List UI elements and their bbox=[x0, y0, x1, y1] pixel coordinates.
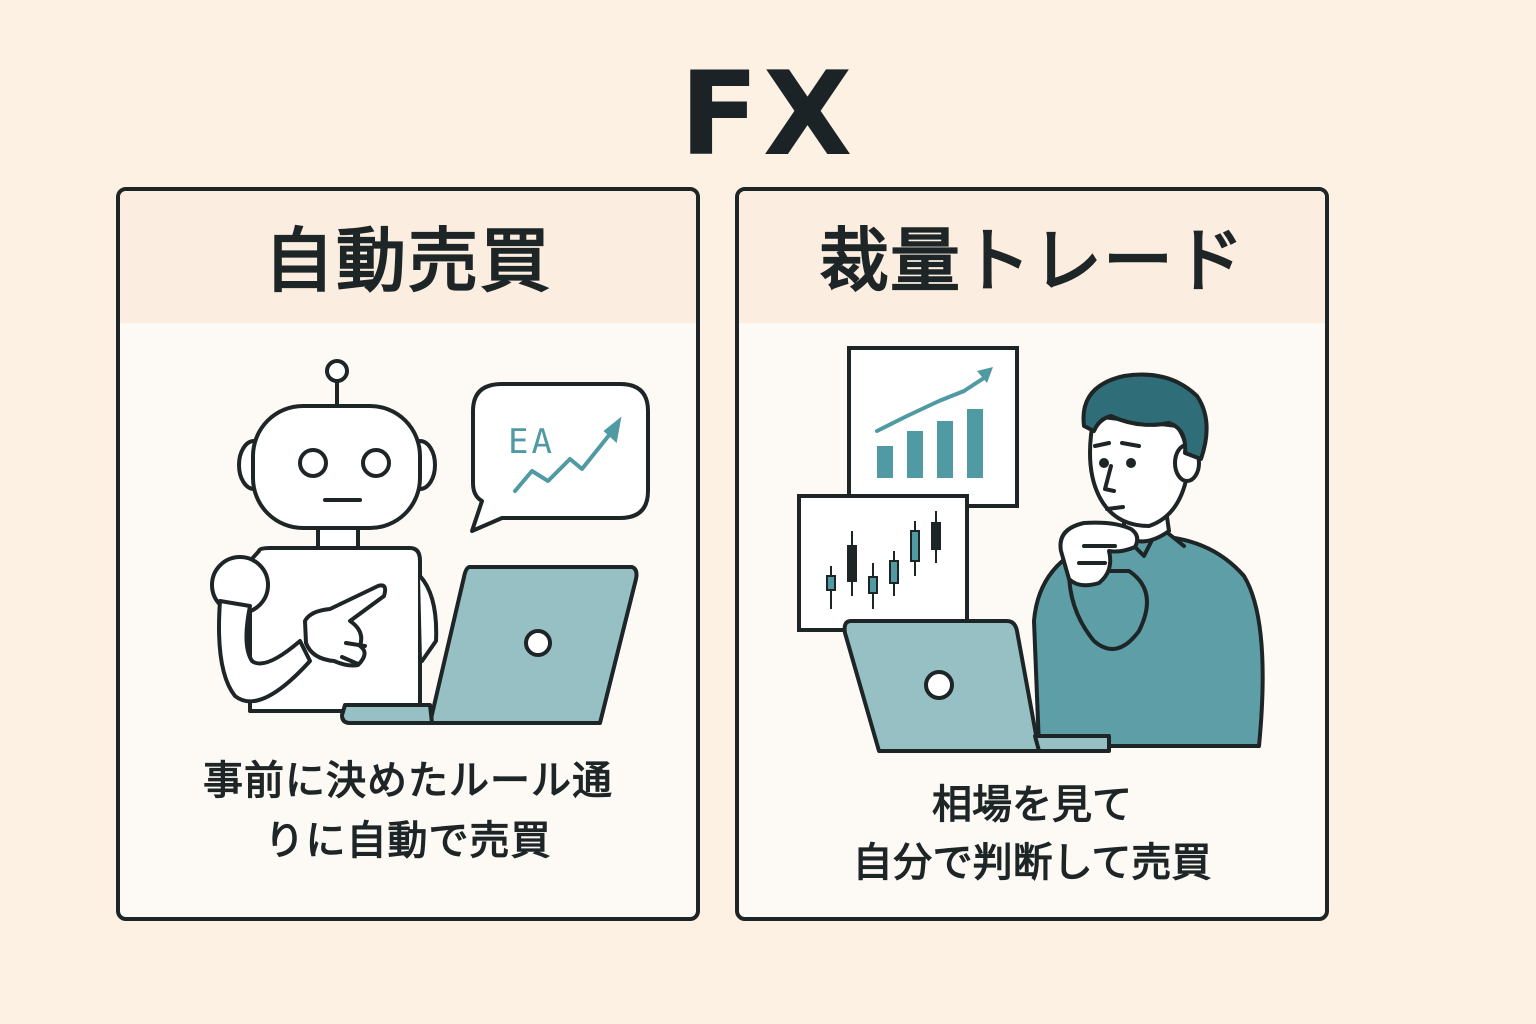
robot-right-eye bbox=[361, 448, 391, 478]
robot-left-arm bbox=[217, 599, 312, 704]
robot-right-arm bbox=[418, 574, 439, 663]
bubble-ea-label: EA bbox=[508, 422, 555, 462]
candle bbox=[868, 576, 878, 594]
bubble-trend-line bbox=[513, 427, 616, 493]
description-line: 自分で判断して売買 bbox=[852, 840, 1212, 886]
panel-title-discretionary-trading: 裁量トレード bbox=[819, 220, 1245, 302]
panel-header-band bbox=[739, 191, 1325, 323]
description-line: りに自動で売買 bbox=[264, 818, 552, 864]
candle bbox=[889, 560, 899, 584]
trader-hair bbox=[1081, 372, 1209, 461]
candlestick-card bbox=[797, 494, 969, 632]
description-line: 相場を見て bbox=[932, 782, 1132, 828]
robot-head bbox=[251, 404, 422, 530]
robot-illustration: EA bbox=[210, 359, 650, 725]
chart-trend-line bbox=[875, 374, 989, 433]
bar-chart-card bbox=[847, 346, 1019, 508]
trader-arm bbox=[1067, 569, 1149, 651]
laptop-logo bbox=[924, 670, 954, 700]
main-title: FX bbox=[679, 47, 857, 182]
auto-trading-description: 事前に決めたルール通 りに自動で売買 bbox=[120, 751, 696, 871]
panel-header-band bbox=[120, 191, 696, 323]
robot-neck bbox=[316, 526, 360, 550]
discretionary-trading-description: 相場を見て 自分で判断して売買 bbox=[739, 776, 1325, 892]
auto-trading-panel: 自動売買 bbox=[116, 187, 700, 921]
trader-illustration bbox=[797, 346, 1265, 753]
candle bbox=[931, 522, 941, 550]
panel-title-auto-trading: 自動売買 bbox=[264, 220, 552, 302]
discretionary-trading-panel: 裁量トレード bbox=[735, 187, 1329, 921]
candle bbox=[826, 575, 836, 591]
speech-bubble bbox=[470, 382, 650, 533]
chart-bar bbox=[967, 409, 983, 478]
laptop bbox=[842, 619, 1111, 753]
trend-arrow-head bbox=[977, 367, 993, 383]
laptop-base bbox=[340, 703, 434, 725]
chart-bar bbox=[877, 446, 893, 478]
chart-bar bbox=[937, 421, 953, 478]
laptop-logo bbox=[524, 629, 552, 657]
candle bbox=[910, 530, 920, 562]
chart-bar bbox=[907, 431, 923, 478]
trader-face bbox=[1088, 414, 1190, 528]
robot-left-eye bbox=[298, 448, 328, 478]
laptop-base bbox=[1033, 734, 1111, 753]
laptop bbox=[340, 565, 639, 725]
candle bbox=[847, 545, 857, 582]
trader-hand bbox=[1058, 520, 1140, 588]
description-line: 事前に決めたルール通 bbox=[203, 758, 613, 804]
bubble-arrow-head bbox=[603, 416, 622, 443]
robot-antenna-tip bbox=[325, 359, 349, 383]
trader-person bbox=[1032, 372, 1265, 748]
